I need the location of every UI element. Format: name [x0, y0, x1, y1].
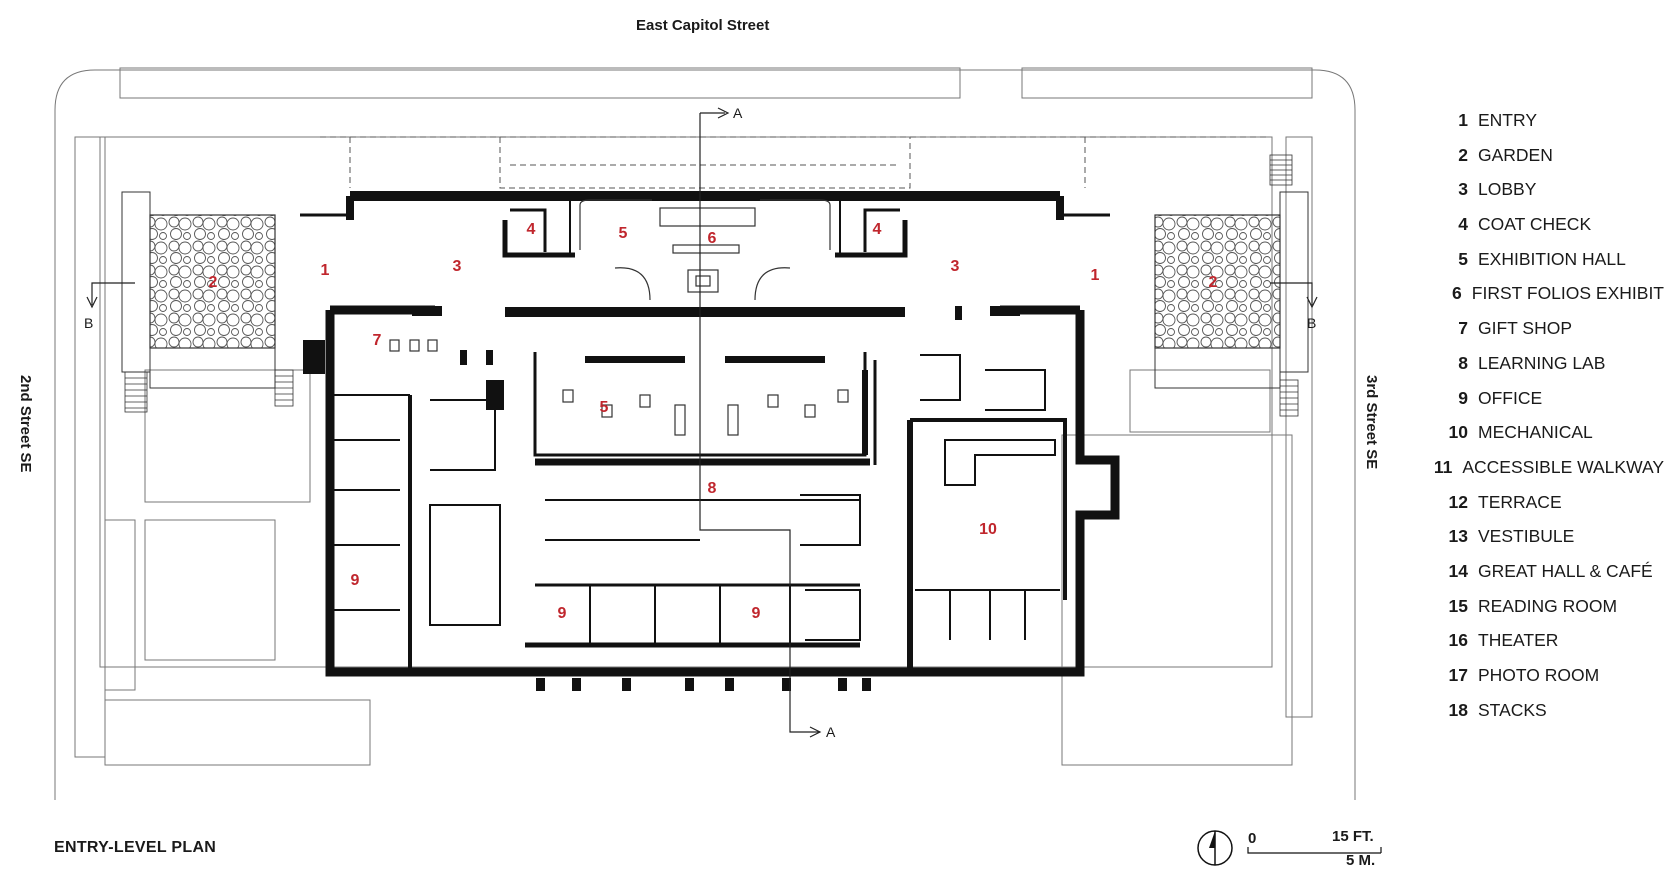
interior-partitions	[330, 354, 1060, 645]
legend-item: 13 VESTIBULE	[1428, 526, 1664, 561]
legend-number: 18	[1448, 699, 1468, 720]
site-outline	[54, 67, 1356, 800]
legend-label: OFFICE	[1478, 387, 1543, 408]
plan-title: ENTRY-LEVEL PLAN	[54, 839, 217, 856]
scale-meters-label: 5 M.	[1346, 852, 1376, 869]
legend-item: 3 LOBBY	[1428, 179, 1664, 214]
north-arrow-icon	[1197, 830, 1382, 866]
scale-zero-label: 0	[1248, 830, 1257, 847]
legend-label: MECHANICAL	[1478, 422, 1593, 443]
section-line-a	[699, 107, 822, 738]
legend-label: TERRACE	[1478, 491, 1562, 512]
legend-label: COAT CHECK	[1478, 214, 1592, 235]
scale-and-north-arrow: 0 15 FT. 5 M.	[1196, 826, 1406, 876]
legend-label: LOBBY	[1478, 179, 1537, 200]
room-label-mechanical: 10	[979, 521, 997, 538]
legend-number: 12	[1448, 491, 1468, 512]
room-label-exhibition-hall-south: 5	[600, 399, 609, 416]
columns	[303, 306, 1020, 691]
legend-number: 10	[1448, 422, 1468, 443]
garden-east	[1154, 191, 1309, 389]
legend-number: 7	[1458, 318, 1468, 339]
legend-number: 15	[1448, 595, 1468, 616]
legend-item: 12 TERRACE	[1428, 492, 1664, 527]
building-walls	[300, 191, 1120, 677]
legend-number: 6	[1452, 283, 1462, 304]
legend-label: PHOTO ROOM	[1478, 665, 1600, 685]
garden-west	[121, 191, 276, 389]
room-label-exhibition-hall-north: 5	[619, 225, 628, 242]
section-mark-a-top: A	[733, 105, 743, 121]
legend-item: 11 ACCESSIBLE WALKWAY	[1428, 457, 1664, 492]
legend-item: 1 ENTRY	[1428, 110, 1664, 145]
legend-number: 17	[1448, 665, 1468, 685]
legend-label: ACCESSIBLE WALKWAY	[1462, 456, 1664, 477]
legend-item: 6 FIRST FOLIOS EXHIBIT	[1428, 283, 1664, 318]
section-mark-b-west: B	[84, 315, 93, 331]
room-label-lobby-east: 3	[951, 258, 960, 275]
room-label-first-folios: 6	[708, 230, 717, 247]
legend-number: 1	[1458, 110, 1468, 130]
room-label-lobby-west: 3	[453, 258, 462, 275]
legend-number: 11	[1433, 456, 1453, 477]
room-label-office-east: 9	[752, 605, 761, 622]
room-label-learning-lab: 8	[708, 480, 717, 497]
legend-item: 9 OFFICE	[1428, 388, 1664, 423]
legend-item: 14 GREAT HALL & CAFÉ	[1428, 561, 1664, 596]
section-mark-a-bottom: A	[826, 724, 836, 740]
legend-item: 17 PHOTO ROOM	[1428, 665, 1664, 700]
legend-label: GARDEN	[1478, 144, 1553, 165]
legend-number: 2	[1458, 144, 1468, 165]
room-labels: 1 1 2 2 3 3 4 4 5 6 5 7 8 9 9 9 10	[209, 221, 1218, 622]
legend-number: 5	[1458, 248, 1468, 269]
legend-item: 10 MECHANICAL	[1428, 422, 1664, 457]
legend-label: THEATER	[1478, 630, 1559, 651]
room-label-garden-west: 2	[209, 274, 218, 291]
canopy-outline	[320, 136, 1270, 189]
legend-item: 2 GARDEN	[1428, 145, 1664, 180]
room-label-gift-shop: 7	[373, 332, 382, 349]
room-label-coat-check-west: 4	[527, 221, 536, 238]
legend-label: VESTIBULE	[1478, 526, 1575, 547]
stairs	[124, 154, 1299, 417]
legend-label: FIRST FOLIOS EXHIBIT	[1471, 283, 1664, 304]
legend-number: 3	[1458, 179, 1468, 200]
legend-label: GREAT HALL & CAFÉ	[1478, 560, 1653, 581]
street-label-north: East Capitol Street	[636, 17, 770, 34]
folio-exhibit-fixtures	[389, 199, 849, 436]
coat-check-blocks	[510, 208, 900, 252]
legend-item: 15 READING ROOM	[1428, 596, 1664, 631]
legend-item: 4 COAT CHECK	[1428, 214, 1664, 249]
scale-feet-label: 15 FT.	[1332, 828, 1374, 845]
room-label-garden-east: 2	[1209, 274, 1218, 291]
section-mark-b-east: B	[1307, 315, 1316, 331]
legend-item: 16 THEATER	[1428, 630, 1664, 665]
room-legend: 1 ENTRY 2 GARDEN 3 LOBBY 4 COAT CHECK 5 EXHIBITIO…	[1428, 110, 1664, 734]
legend-item: 8 LEARNING LAB	[1428, 353, 1664, 388]
legend-item: 18 STACKS	[1428, 700, 1664, 735]
room-label-office-west: 9	[351, 572, 360, 589]
legend-item: 5 EXHIBITION HALL	[1428, 249, 1664, 284]
legend-label: READING ROOM	[1478, 595, 1618, 616]
legend-label: ENTRY	[1478, 110, 1537, 130]
legend-label: EXHIBITION HALL	[1478, 248, 1626, 269]
room-label-coat-check-east: 4	[873, 221, 882, 238]
room-label-entry-west: 1	[321, 262, 330, 279]
legend-label: STACKS	[1478, 699, 1547, 720]
legend-number: 14	[1448, 560, 1468, 581]
legend-number: 13	[1448, 526, 1468, 547]
legend-number: 8	[1458, 352, 1468, 373]
room-label-office-center: 9	[558, 605, 567, 622]
legend-item: 7 GIFT SHOP	[1428, 318, 1664, 353]
legend-number: 4	[1458, 214, 1468, 235]
legend-label: LEARNING LAB	[1478, 352, 1606, 373]
legend-label: GIFT SHOP	[1478, 318, 1572, 339]
legend-number: 9	[1458, 387, 1468, 408]
section-line-b	[86, 282, 1318, 309]
legend-number: 16	[1448, 630, 1468, 651]
room-label-entry-east: 1	[1091, 267, 1100, 284]
